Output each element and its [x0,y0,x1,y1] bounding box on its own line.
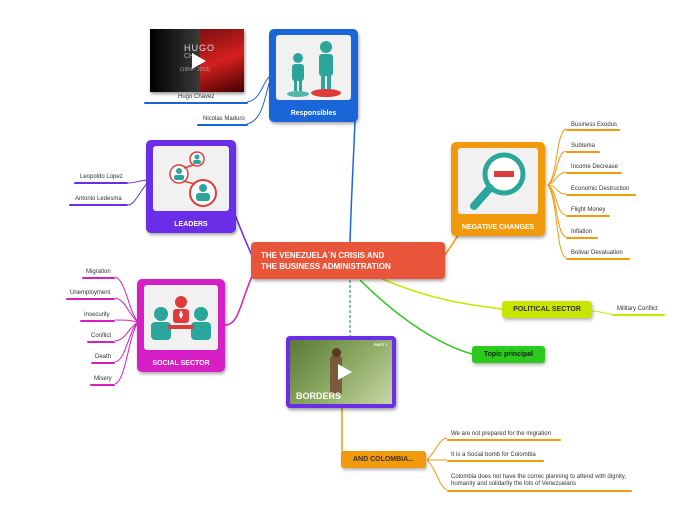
video-year: (1954 - 2013) [180,67,211,73]
colombia-title: AND COLOMBIA... [352,456,415,463]
borders-video-node[interactable]: PART I BORDERS [286,336,396,408]
leaders-node[interactable]: LEADERS [146,140,236,233]
negative-child[interactable]: Business Exodus [571,122,618,128]
underline [197,124,248,126]
colombia-child[interactable]: Colombia does not have the correc planni… [451,474,626,487]
responsibles-title: Responsibles [290,110,337,117]
underline [566,151,600,153]
underline [80,320,115,322]
political-sector-title: POLITICAL SECTOR [513,306,581,313]
underline [566,172,622,174]
negative-child[interactable]: Income Decrease [571,164,619,170]
leaders-title: LEADERS [174,221,208,228]
colombia-child[interactable]: It is a Social bomb for Colombia [451,452,536,458]
hugo-chavez-video[interactable]: HUGO CH (1954 - 2013) [150,29,244,92]
video-sub: CH [184,53,195,60]
negative-child[interactable]: Bolivar Devaluation [571,250,623,256]
underline [566,129,620,131]
underline [87,341,115,343]
underline [74,182,128,184]
political-sector-node[interactable]: POLITICAL SECTOR [502,301,592,318]
topic-principal-title: Topic principal [483,351,534,358]
negative-child[interactable]: Economic Destruction [571,186,630,192]
social-child[interactable]: Misery [94,376,112,382]
social-sector-node[interactable]: SOCIAL SECTOR [137,279,225,372]
leaders-icon [169,151,217,207]
play-icon[interactable] [188,51,208,71]
responsibles-node[interactable]: Responsibles [269,29,358,122]
central-topic[interactable]: THE VENEZUELA´N CRISIS AND THE BUSINESS … [251,242,445,279]
central-topic-line2: THE BUSINESS ADMINISTRATION [261,262,391,271]
leaders-child-ledesma[interactable]: Antonio Ledesma [75,196,122,202]
colombia-node[interactable]: AND COLOMBIA... [341,451,426,468]
underline [447,460,544,462]
underline [82,277,115,279]
colombia-child[interactable]: We are not prepared for the migration [451,431,551,437]
negative-child[interactable]: Subtema [571,143,596,149]
underline [90,384,115,386]
borders-title: BORDERS [296,391,342,401]
people-icon [287,41,341,97]
underline [566,258,630,260]
magnifier-minus-icon [470,152,526,210]
underline [66,298,115,300]
underline [566,215,610,217]
underline [447,490,632,492]
social-child[interactable]: Conflict [91,333,112,339]
underline [91,362,115,364]
underline [612,314,665,316]
negative-changes-node[interactable]: NEGATIVE CHANGES [451,142,545,236]
meeting-icon [151,296,211,340]
topic-principal-node[interactable]: Topic principal [472,346,545,363]
social-child[interactable]: Unemployment [70,290,111,296]
social-child[interactable]: Death [95,354,112,360]
political-child[interactable]: Military Conflict [617,306,658,312]
negative-child[interactable]: Flight Money [571,207,606,213]
underline [144,102,248,104]
responsibles-child-hugo[interactable]: Hugo Chavez [178,94,215,100]
social-sector-title: SOCIAL SECTOR [152,360,210,367]
negative-child[interactable]: Inflation [571,229,593,235]
underline [566,194,636,196]
video-title: HUGO [184,43,215,53]
social-child[interactable]: Insecurity [84,312,110,318]
underline [566,237,598,239]
borders-part: PART I [374,342,387,347]
central-topic-line1: THE VENEZUELA´N CRISIS AND [261,251,385,260]
responsibles-child-maduro[interactable]: Nicolas Maduro [203,116,245,122]
play-icon[interactable] [334,362,354,382]
underline [69,204,128,206]
social-child[interactable]: Migration [86,269,111,275]
underline [447,439,561,441]
negative-changes-title: NEGATIVE CHANGES [461,224,535,231]
leaders-child-lopez[interactable]: Leopoldo Lopez [80,174,123,180]
